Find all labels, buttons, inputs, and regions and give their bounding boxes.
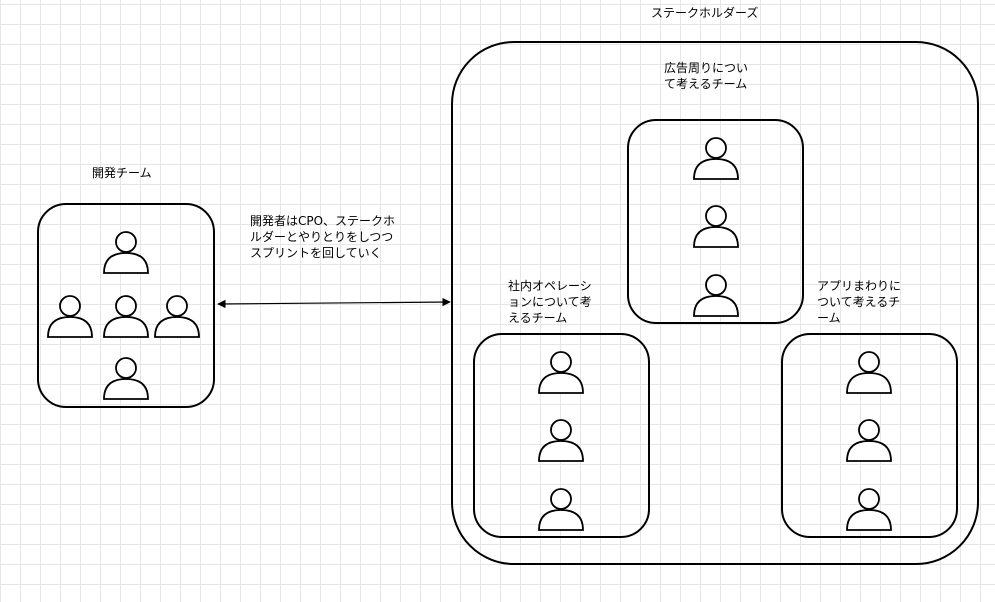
dev-team-box[interactable] xyxy=(37,203,215,408)
person-icon[interactable] xyxy=(846,488,892,531)
person-icon[interactable] xyxy=(846,351,892,394)
ops-team-title: 社内オペレーシ ョンについて考 えるチーム xyxy=(508,279,592,325)
app-team-title: アプリまわりに ついて考えるチ ーム xyxy=(817,279,902,325)
person-icon[interactable] xyxy=(693,274,739,317)
app-team-box[interactable] xyxy=(781,333,958,538)
connector-label: 開発者はCPO、ステークホ ルダーとやりとりをしつつ スプリントを回していく xyxy=(250,214,396,260)
stakeholders-title: ステークホルダーズ xyxy=(651,6,759,20)
person-icon[interactable] xyxy=(538,488,584,531)
person-icon[interactable] xyxy=(538,419,584,462)
person-icon[interactable] xyxy=(538,351,584,394)
ad-team-box[interactable] xyxy=(627,119,804,324)
person-icon[interactable] xyxy=(103,231,149,274)
connector-arrow[interactable] xyxy=(217,297,451,309)
people-layer xyxy=(47,137,892,531)
ops-team-box[interactable] xyxy=(473,333,650,538)
person-icon[interactable] xyxy=(103,357,149,400)
person-icon[interactable] xyxy=(846,419,892,462)
ad-team-title: 広告周りについ て考えるチーム xyxy=(664,61,749,91)
person-icon[interactable] xyxy=(47,295,93,338)
dev-team-title: 開発チーム xyxy=(92,166,152,180)
person-icon[interactable] xyxy=(693,137,739,180)
person-icon[interactable] xyxy=(693,205,739,248)
stakeholders-container[interactable] xyxy=(451,41,979,565)
person-icon[interactable] xyxy=(154,295,200,338)
person-icon[interactable] xyxy=(103,295,149,338)
